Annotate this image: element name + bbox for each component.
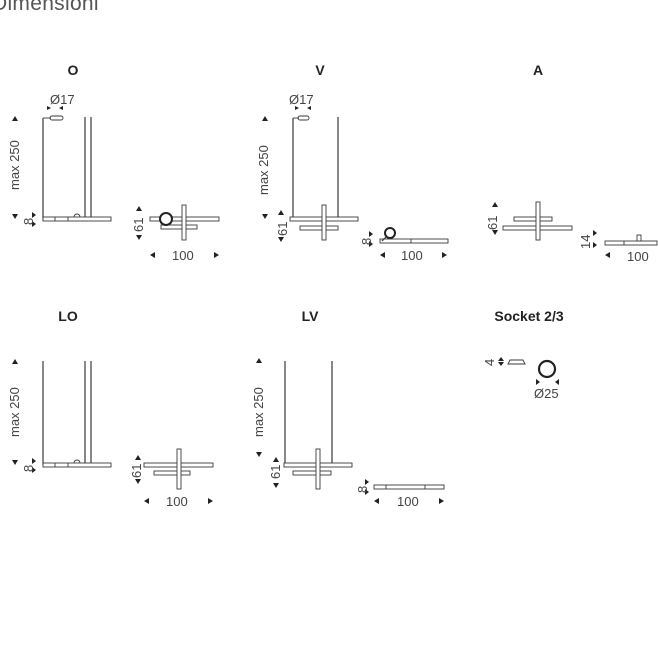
width-100-label-a: 100 bbox=[627, 249, 649, 264]
variant-label-v: V bbox=[315, 62, 325, 78]
drawing-a-side bbox=[593, 230, 658, 258]
diameter-17-label-v: Ø17 bbox=[289, 92, 314, 107]
max-250-label-o: max 250 bbox=[7, 140, 22, 190]
max-250-label-lv: max 250 bbox=[251, 387, 266, 437]
height-61-label-lv: 61 bbox=[268, 465, 283, 479]
drawing-lo-top bbox=[135, 448, 214, 504]
height-8-label-lv: 8 bbox=[355, 486, 370, 493]
max-250-label-lo: max 250 bbox=[7, 387, 22, 437]
drawing-o-front bbox=[12, 106, 112, 227]
height-61-label-lo: 61 bbox=[129, 464, 144, 478]
drawing-lv-front bbox=[256, 358, 353, 490]
height-61-label-v: 61 bbox=[275, 222, 290, 236]
width-100-label-lv: 100 bbox=[397, 494, 419, 509]
width-100-label-o: 100 bbox=[172, 248, 194, 263]
diameter-25-label-socket: Ø25 bbox=[534, 386, 559, 401]
width-100-label-lo: 100 bbox=[166, 494, 188, 509]
drawing-v-side bbox=[369, 227, 449, 258]
height-8-label-v: 8 bbox=[359, 238, 374, 245]
variant-label-o: O bbox=[67, 62, 79, 78]
height-4-label-socket: 4 bbox=[482, 359, 497, 366]
drawing-lv-side bbox=[365, 479, 445, 504]
drawing-socket bbox=[498, 357, 559, 385]
max-250-label-v: max 250 bbox=[256, 145, 271, 195]
width-100-label-v: 100 bbox=[401, 248, 423, 263]
variant-label-a: A bbox=[532, 62, 544, 78]
drawing-lo-front bbox=[12, 359, 112, 473]
height-14-label-a: 14 bbox=[578, 235, 593, 249]
height-8-label-lo: 8 bbox=[21, 465, 36, 472]
variant-label-socket: Socket 2/3 bbox=[494, 308, 564, 324]
drawing-a-top bbox=[492, 201, 573, 241]
drawing-o-top bbox=[136, 204, 220, 258]
drawing-v-front bbox=[262, 106, 359, 242]
height-61-label-a: 61 bbox=[485, 216, 500, 230]
diameter-17-label-o: Ø17 bbox=[50, 92, 75, 107]
page-title: Dimensioni bbox=[0, 0, 99, 15]
variant-label-lo: LO bbox=[58, 308, 78, 324]
variant-label-lv: LV bbox=[301, 308, 319, 324]
height-61-label-o: 61 bbox=[131, 218, 146, 232]
height-8-label-o: 8 bbox=[21, 218, 36, 225]
